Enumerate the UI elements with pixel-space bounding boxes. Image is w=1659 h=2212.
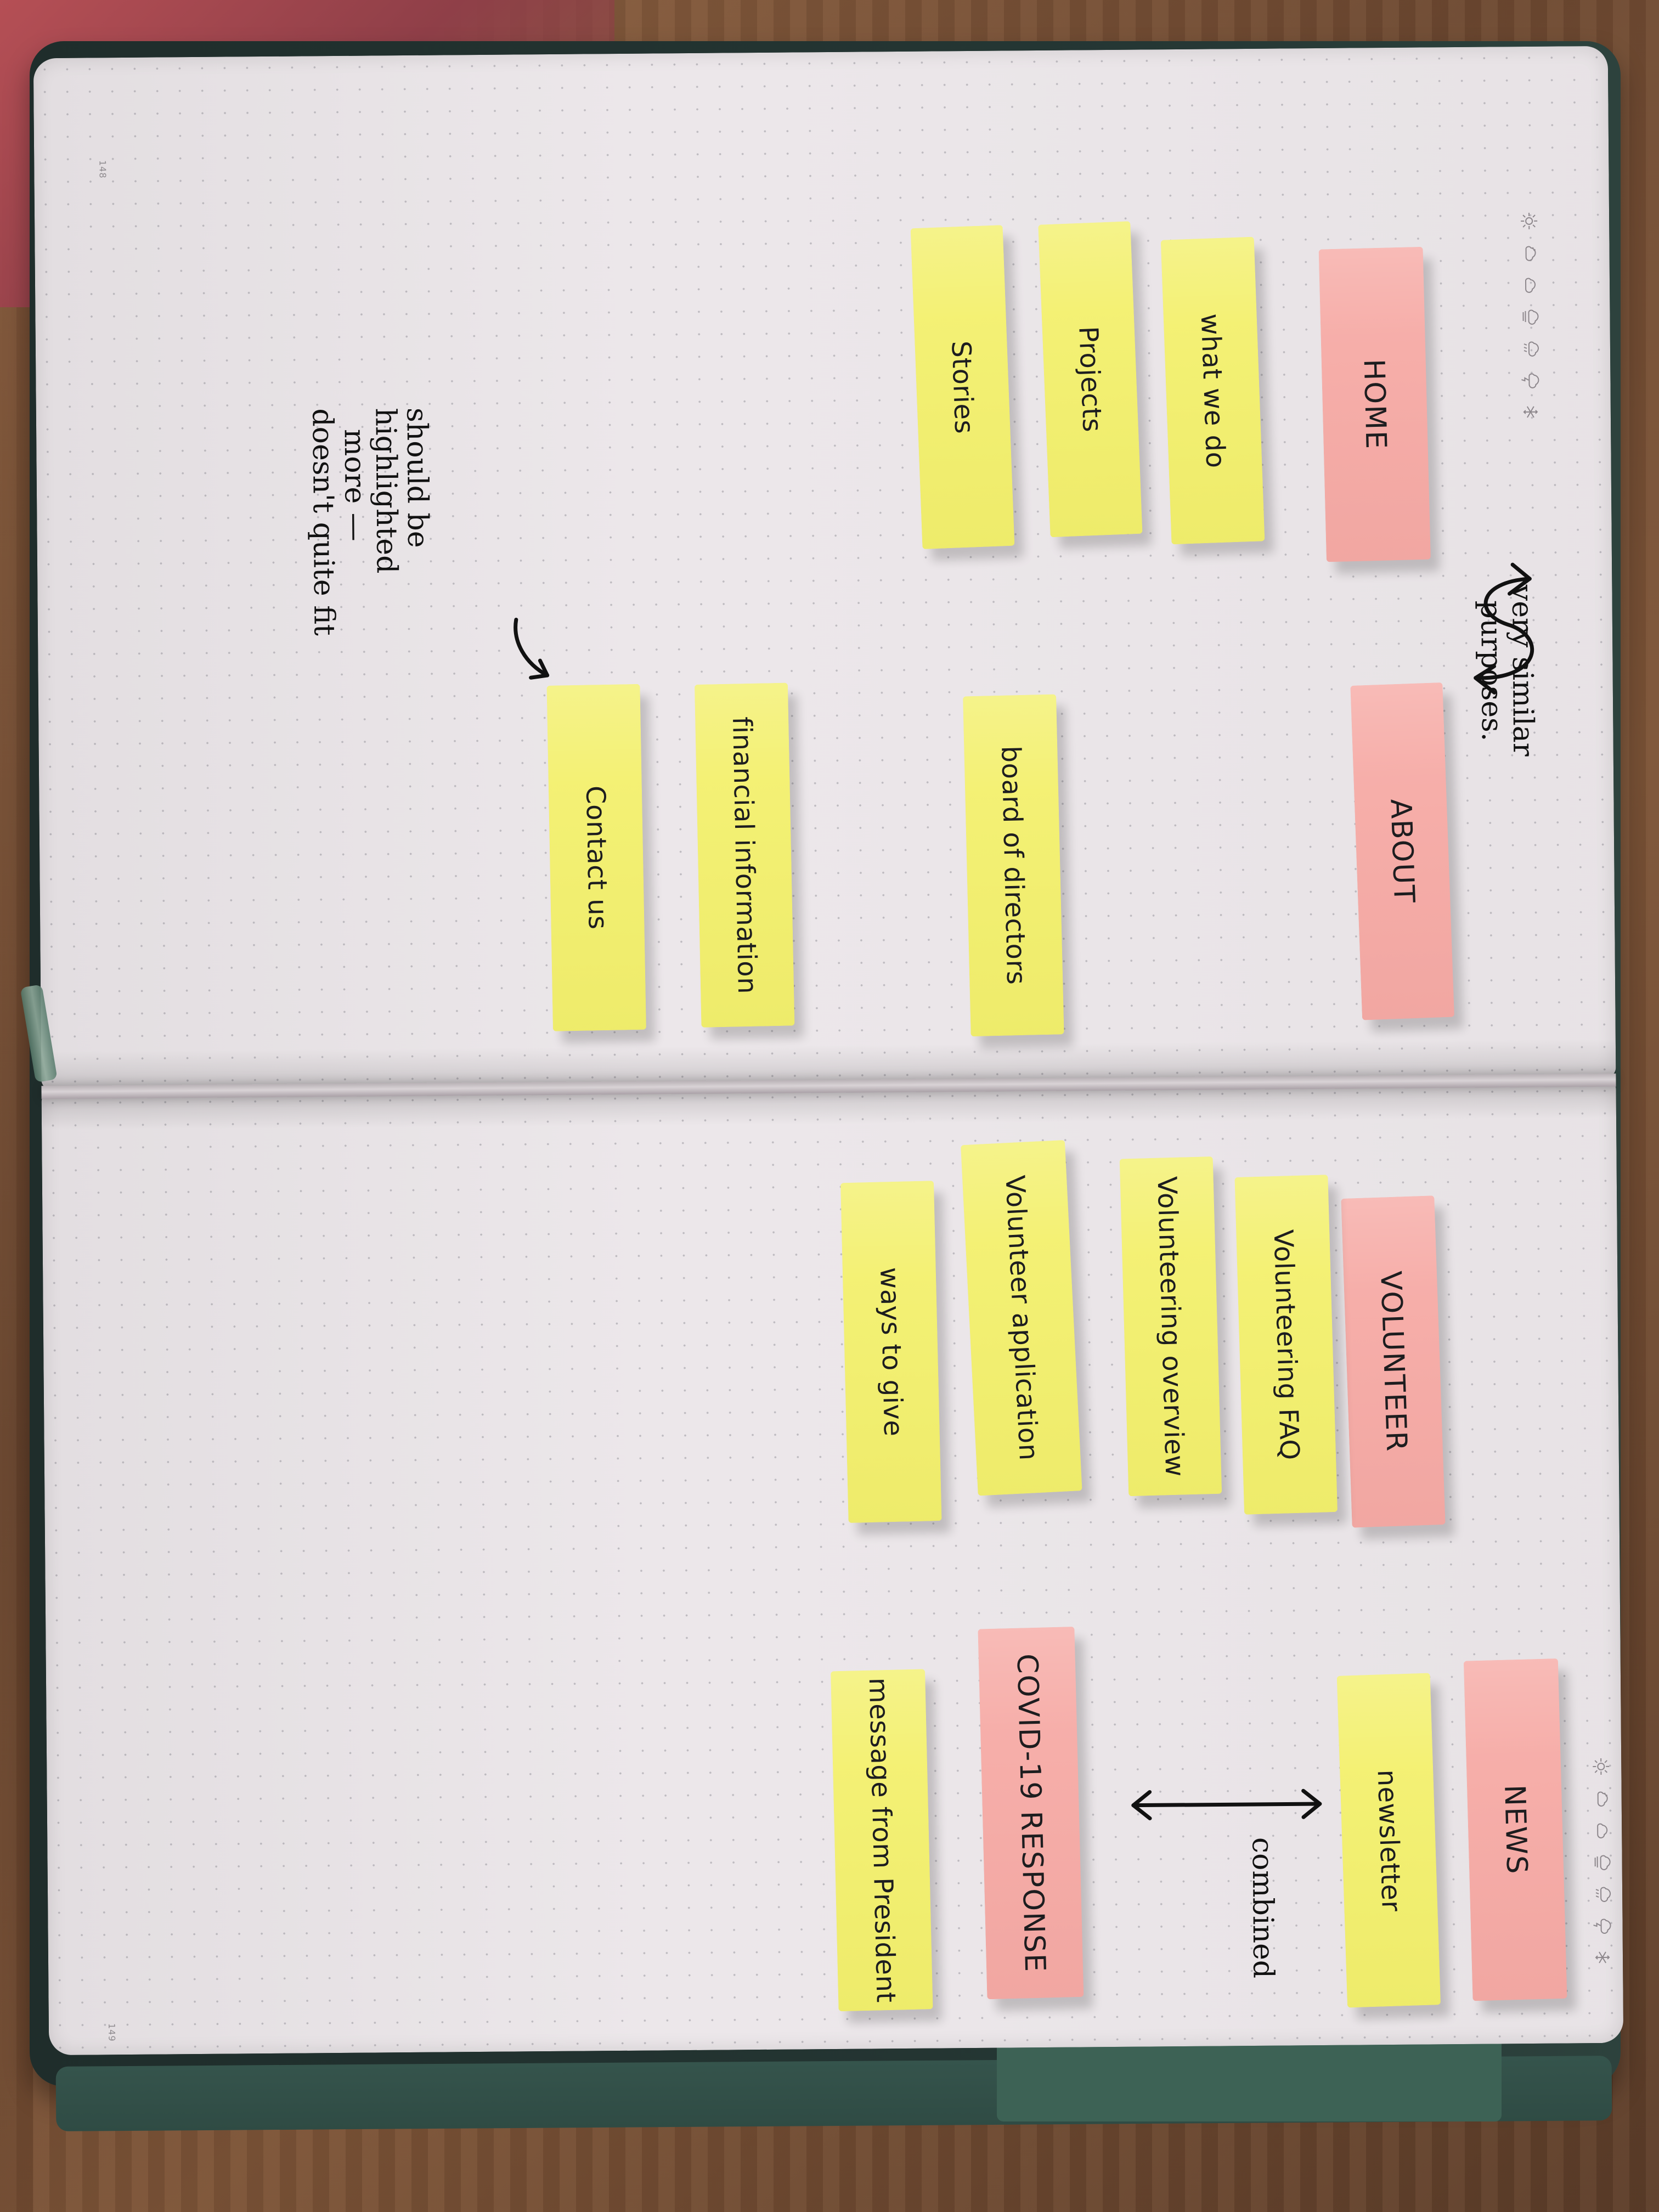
open-notebook: 148 149	[20, 46, 1624, 2056]
sticky-note-about: ABOUT	[1350, 682, 1455, 1020]
double-arrow-icon	[1474, 562, 1534, 695]
sticky-note-stories: Stories	[910, 225, 1015, 549]
annotation-line: doesn't quite fit	[306, 408, 341, 636]
sticky-note-ways-to-give: ways to give	[840, 1181, 942, 1523]
snow-icon	[1593, 1948, 1612, 1967]
sun-icon	[1519, 211, 1539, 231]
sticky-note-text: VOLUNTEER	[1373, 1270, 1413, 1453]
annotation-line: should be	[400, 407, 435, 548]
sticky-note-text: Volunteering FAQ	[1267, 1228, 1305, 1461]
weather-strip-top	[1519, 211, 1541, 422]
sticky-note-volunteer-application: Volunteer application	[961, 1139, 1082, 1496]
fog-icon	[1520, 307, 1539, 326]
annotation-line: highlighted	[369, 408, 403, 574]
sticky-note-volunteer: VOLUNTEER	[1341, 1195, 1446, 1528]
sticky-note-text: HOME	[1357, 358, 1392, 450]
sticky-note-contact-us: Contact us	[546, 684, 646, 1031]
fog-icon	[1592, 1852, 1612, 1872]
sticky-note-home: HOME	[1318, 246, 1431, 562]
sun-icon	[1591, 1757, 1611, 1776]
partly-cloudy-icon	[1519, 243, 1539, 263]
storm-icon	[1592, 1916, 1612, 1936]
double-vertical-arrow-icon	[1131, 1788, 1322, 1820]
sticky-note-news: NEWS	[1463, 1658, 1567, 2001]
sticky-note-text: newsletter	[1371, 1769, 1407, 1912]
rain-icon	[1592, 1884, 1612, 1904]
sticky-note-text: board of directors	[995, 745, 1032, 985]
sticky-note-board-of-directors: board of directors	[963, 694, 1064, 1037]
sticky-note-newsletter: newsletter	[1336, 1673, 1441, 2008]
cloud-icon	[1592, 1820, 1611, 1840]
arrow-right-icon	[514, 617, 550, 680]
storm-icon	[1520, 370, 1540, 390]
sticky-note-text: ways to give	[873, 1267, 909, 1437]
sticky-note-text: Contact us	[579, 785, 613, 930]
sticky-note-text: NEWS	[1497, 1784, 1533, 1876]
annotation-should-be-highlighted: should be highlighted more — doesn't qui…	[306, 407, 435, 636]
sticky-note-text: what we do	[1194, 313, 1231, 469]
sticky-note-text: message from President	[862, 1677, 901, 2004]
sticky-note-text: ABOUT	[1384, 798, 1421, 905]
page-number-148: 148	[97, 160, 108, 179]
snow-icon	[1521, 402, 1541, 422]
page-number-149: 149	[106, 2023, 117, 2042]
sticky-note-volunteering-faq: Volunteering FAQ	[1234, 1175, 1338, 1515]
cloud-icon	[1520, 275, 1539, 295]
sticky-note-text: COVID-19 RESPONSE	[1010, 1653, 1052, 1973]
sticky-note-message-from-president: message from President	[831, 1669, 933, 2012]
partly-cloudy-icon	[1592, 1788, 1611, 1808]
rain-icon	[1520, 338, 1540, 358]
annotation-line: more —	[337, 428, 371, 541]
sticky-note-volunteering-overview: Volunteering overview	[1119, 1156, 1222, 1497]
sticky-note-text: Projects	[1073, 325, 1108, 433]
sticky-note-text: financial information	[726, 716, 763, 995]
sticky-note-financial-information: financial information	[694, 682, 795, 1028]
sticky-note-what-we-do: what we do	[1160, 236, 1265, 545]
sticky-note-projects: Projects	[1038, 221, 1143, 538]
sticky-note-covid-19-response: COVID-19 RESPONSE	[978, 1627, 1084, 2000]
sticky-note-text: Stories	[945, 340, 980, 435]
sticky-note-text: Volunteering overview	[1151, 1176, 1190, 1477]
weather-strip-bottom	[1591, 1757, 1612, 1967]
sticky-note-text: Volunteer application	[998, 1174, 1044, 1462]
annotation-combined: combined	[1245, 1837, 1280, 1979]
